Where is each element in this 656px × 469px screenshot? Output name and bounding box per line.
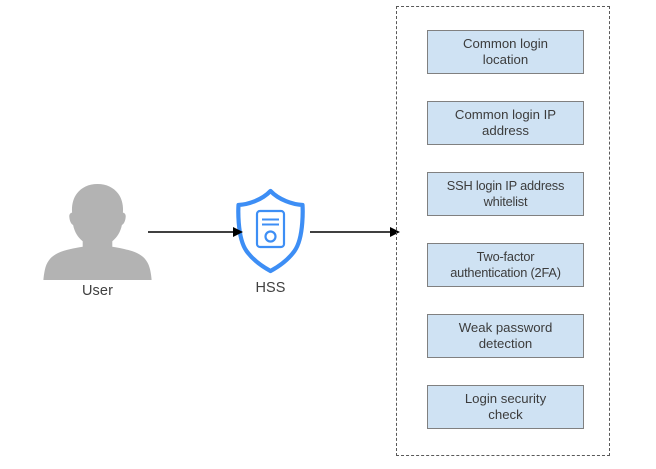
protection-features-group [396,6,610,456]
feature-box-ssh-login-ip-whitelist[interactable]: SSH login IP address whitelist [427,172,584,216]
feature-box-common-login-location[interactable]: Common login location [427,30,584,74]
actor-user: User [40,180,155,300]
feature-box-common-login-ip-address[interactable]: Common login IP address [427,101,584,145]
protection-features-list: Common login location Common login IP ad… [427,30,584,429]
feature-box-login-security-check[interactable]: Login security check [427,385,584,429]
shield-server-icon [236,188,305,274]
arrow-user-to-hss [148,227,243,237]
user-silhouette-icon [43,184,152,280]
feature-box-weak-password-detection[interactable]: Weak password detection [427,314,584,358]
actor-hss-label: HSS [255,280,286,296]
actor-hss: HSS [228,185,313,297]
feature-box-two-factor-authentication[interactable]: Two-factor authentication (2FA) [427,243,584,287]
arrow-hss-to-protection-group [310,227,400,237]
actor-user-label: User [81,283,113,299]
